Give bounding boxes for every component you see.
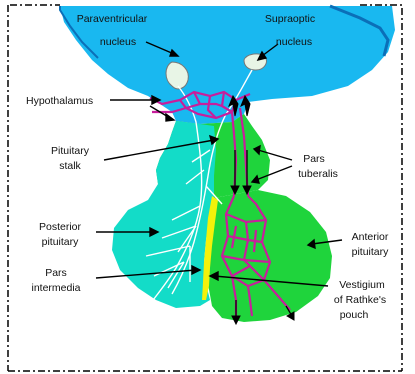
label-pituitary-stalk-2: stalk (59, 160, 81, 172)
label-vestigium: Vestigium (339, 279, 385, 291)
label-supraoptic-nucleus-2: nucleus (276, 36, 312, 48)
label-posterior-pituitary-2: pituitary (42, 236, 80, 248)
label-supraoptic-nucleus: Supraoptic (265, 13, 315, 25)
label-vestigium-2: of Rathke's (334, 294, 386, 306)
label-pars-intermedia-2: intermedia (31, 282, 80, 294)
label-vestigium-3: pouch (340, 309, 369, 321)
label-paraventricular-nucleus-2: nucleus (100, 36, 136, 48)
label-pituitary-stalk: Pituitary (51, 145, 90, 157)
label-anterior-pituitary-2: pituitary (352, 246, 390, 258)
label-hypothalamus: Hypothalamus (26, 95, 93, 107)
label-paraventricular-nucleus: Paraventricular (77, 13, 148, 25)
label-pars-tuberalis-2: tuberalis (298, 168, 338, 180)
label-pars-intermedia: Pars (45, 267, 67, 279)
label-anterior-pituitary: Anterior (352, 231, 389, 243)
label-posterior-pituitary: Posterior (39, 221, 82, 233)
label-pars-tuberalis: Pars (303, 153, 325, 165)
